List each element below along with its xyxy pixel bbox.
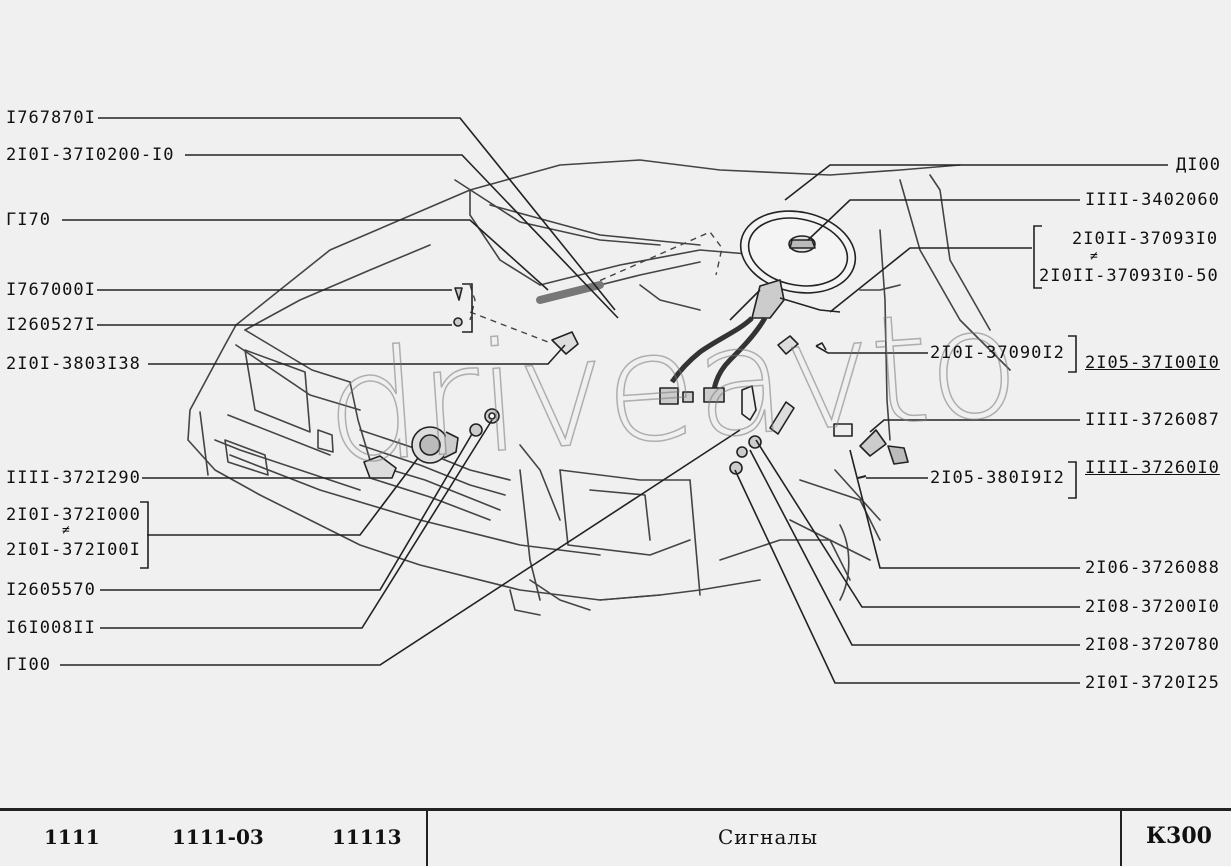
leader-lines (60, 117, 1168, 684)
label-r9: 2I05-380I9I2 (930, 468, 1065, 488)
group-brackets (140, 225, 1077, 569)
screw (454, 287, 463, 301)
socket (887, 445, 909, 465)
label-r1: ДI00 (1176, 155, 1221, 175)
label-l9: 2I0I-372I00I (6, 540, 141, 560)
wiring-harness (669, 316, 754, 384)
relay (777, 335, 799, 355)
column-switch (751, 279, 785, 319)
model-11113: 11113 (332, 825, 402, 849)
footer-divider (1120, 811, 1122, 866)
label-l1: I767870I (6, 108, 96, 128)
horn-bracket (363, 455, 397, 479)
label-l11: I6I008II (6, 618, 96, 638)
parts (363, 210, 909, 479)
footer-bar: 1111 1111-03 11113 Сигналы К300 (0, 809, 1231, 866)
lamp (833, 423, 853, 437)
nut (469, 423, 483, 437)
label-l10: I2605570 (6, 580, 96, 600)
model-1111: 1111 (44, 825, 100, 849)
section-title: Сигналы (718, 825, 818, 849)
label-r13: 2I0I-3720I25 (1085, 673, 1220, 693)
model-1111-03: 1111-03 (172, 825, 264, 849)
label-l8: 2I0I-372I000 (6, 505, 141, 525)
label-l4: I767000I (6, 280, 96, 300)
label-r3: 2I0II-37093I0 (1072, 229, 1219, 249)
label-r11: 2I08-37200I0 (1085, 597, 1220, 617)
label-r12: 2I08-3720780 (1085, 635, 1220, 655)
bolt (769, 401, 795, 435)
car-body-outline (187, 159, 1011, 616)
label-r10: 2I06-3726088 (1085, 558, 1220, 578)
label-r6: 2I05-37I00I0 (1085, 353, 1220, 373)
section-code: К300 (1146, 823, 1212, 849)
lamp-holder (859, 429, 887, 457)
not-equal-mark-left: ≠ (62, 523, 70, 538)
label-l12: ГI00 (6, 655, 51, 675)
not-equal-mark-right: ≠ (1090, 249, 1098, 264)
label-l3: ГI70 (6, 210, 51, 230)
footer-divider (426, 811, 428, 866)
label-l6: 2I0I-3803I38 (6, 354, 141, 374)
label-l7: IIII-372I290 (6, 468, 141, 488)
label-r8: IIII-37260I0 (1085, 458, 1220, 478)
label-r2: IIII-3402060 (1085, 190, 1220, 210)
label-r4: 2I0II-37093I0-50 (1039, 266, 1219, 286)
label-r5: 2I0I-37090I2 (930, 343, 1065, 363)
label-r7: IIII-3726087 (1085, 410, 1220, 430)
label-l2: 2I0I-37I0200-I0 (6, 145, 175, 165)
bracket (551, 331, 579, 355)
label-l5: I260527I (6, 315, 96, 335)
